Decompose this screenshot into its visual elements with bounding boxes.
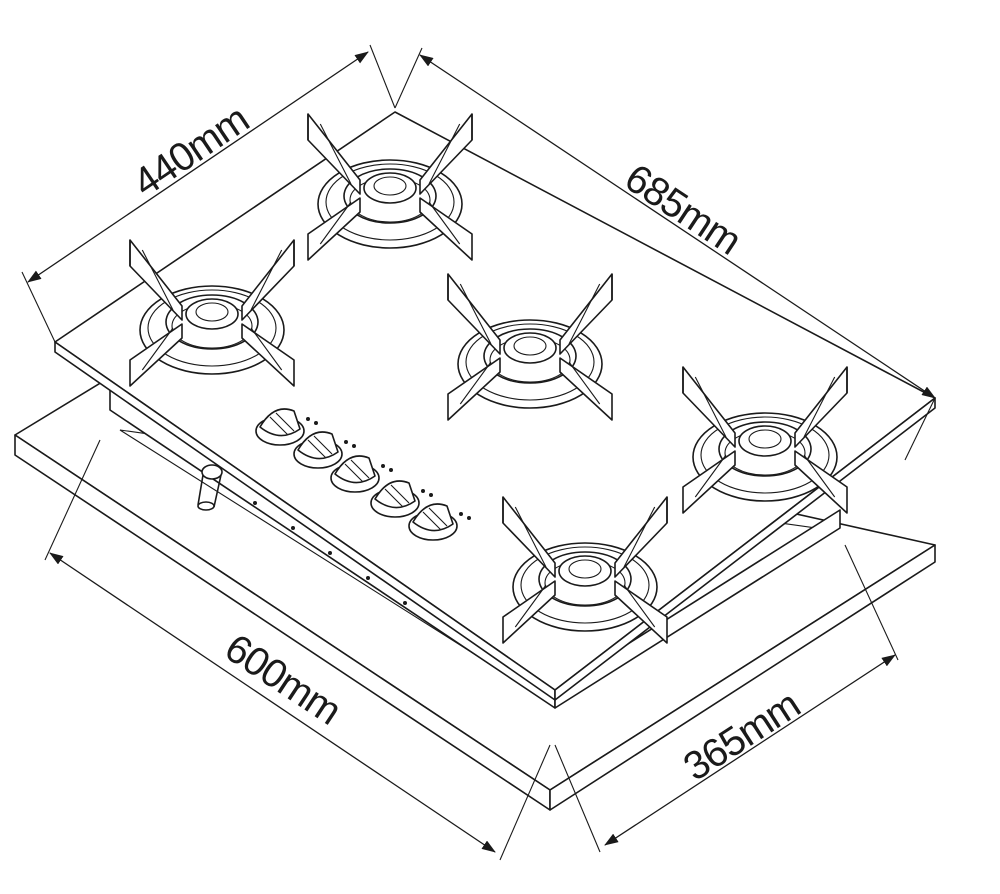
pan-support-arm [502,580,556,644]
control-knob-1 [255,408,318,446]
pan-support-arm [241,323,295,387]
pan-support-arm [794,450,848,514]
pan-support-arm [682,450,736,514]
dimension-lines [21,44,936,861]
control-knob-4 [370,480,433,518]
pan-support-arm [614,580,668,644]
control-knob-2 [293,431,356,469]
pan-support-arm [129,323,183,387]
control-knob-3 [330,455,393,493]
control-knob-5 [408,503,471,541]
burner-5 [502,496,668,644]
dimension-label-440mm: 440mm [125,97,256,205]
control-knobs [255,408,471,541]
gas-inlet-connector [197,464,223,511]
burner-4 [682,366,848,514]
